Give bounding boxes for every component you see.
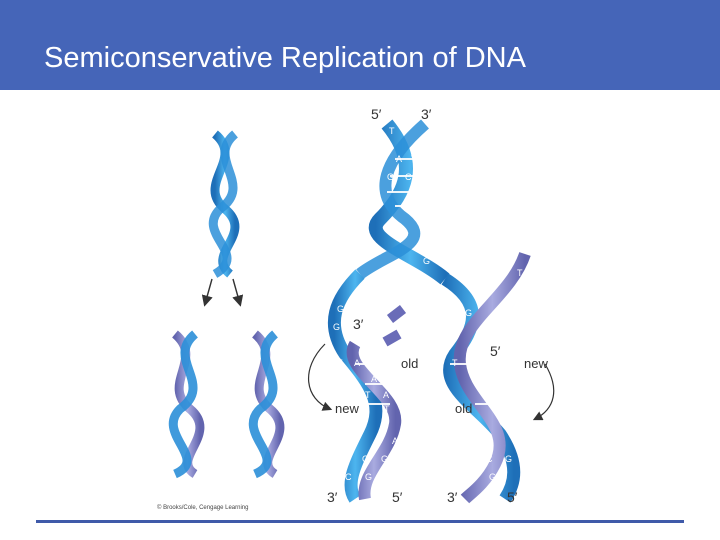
strand-end-labels: 5′ 3′ 3′ 5′ 3′ 5′ 3′ 5′ [327, 106, 518, 505]
base-letter: T [484, 390, 490, 400]
base-letter: A [354, 358, 360, 368]
base-letter: T [389, 374, 395, 384]
base-letter: A [473, 358, 479, 368]
base-letter: A [442, 202, 448, 212]
label-old-left: old [401, 356, 418, 371]
bottom-right-end-5: 5′ [507, 489, 518, 505]
base-letter: G [387, 172, 394, 182]
base-letter: C [470, 472, 477, 482]
base-letter: A [486, 374, 492, 384]
base-letter: T [365, 390, 371, 400]
image-credit: © Brooks/Cole, Cengage Learning [157, 505, 249, 511]
middle-end-5: 5′ [490, 343, 501, 359]
base-letter: G [337, 304, 344, 314]
base-letter: A [383, 390, 389, 400]
dna-replication-figure: T A T G C C G A T A G C A T G C G C G G … [155, 104, 565, 516]
right-daughter-base-letters: T A A T T A T A A T C G C G [452, 358, 539, 482]
division-arrows [201, 278, 244, 307]
base-letter: T [509, 404, 515, 414]
middle-end-3: 3′ [353, 316, 364, 332]
base-letter: T [384, 404, 390, 414]
label-new-right: new [524, 356, 548, 371]
base-letter: T [411, 154, 417, 164]
base-letter: G [381, 454, 388, 464]
slide-header: Semiconservative Replication of DNA [0, 0, 720, 90]
base-letter: A [401, 404, 407, 414]
base-letter: A [501, 390, 507, 400]
base-letter: C [362, 454, 369, 464]
base-letter: A [516, 436, 522, 446]
base-letter: A [396, 154, 402, 164]
base-letter: G [365, 472, 372, 482]
base-letter: A [371, 374, 377, 384]
dna-illustration: T A T G C C G A T A G C A T G C G C G G … [168, 106, 555, 505]
strand-direction-arrows [308, 343, 555, 421]
base-letter: A [465, 236, 471, 246]
top-right-end: 3′ [421, 106, 432, 122]
base-letter: C [434, 326, 441, 336]
large-parent-helix [356, 119, 450, 285]
bottom-left-end-5: 5′ [392, 489, 403, 505]
top-base-letters: T A T G C C G A T A G C A T G C G C G G … [333, 126, 523, 336]
small-daughter-helix-left [168, 330, 205, 479]
bottom-rule [36, 520, 684, 523]
left-daughter-base-letters: T A A T T A T A A T C G C G [337, 358, 415, 482]
base-letter: T [517, 268, 523, 278]
small-daughter-helix-right [248, 330, 285, 479]
base-letter: A [399, 272, 405, 282]
left-daughter-helix [327, 269, 407, 503]
parent-helix [208, 130, 240, 278]
base-letter: T [409, 436, 415, 446]
base-letter: T [337, 358, 343, 368]
right-daughter-helix [441, 251, 531, 504]
top-left-end: 5′ [371, 106, 382, 122]
base-letter: G [465, 308, 472, 318]
base-letter: G [489, 472, 496, 482]
strand-type-labels: old new old new [335, 356, 548, 416]
base-letter: T [389, 126, 395, 136]
base-letter: C [380, 302, 387, 312]
base-letter: T [533, 436, 539, 446]
base-letter: G [362, 288, 369, 298]
base-letter: G [505, 454, 512, 464]
base-letter: C [483, 288, 490, 298]
base-letter: G [423, 256, 430, 266]
base-pair-rungs [355, 158, 505, 405]
label-new-left: new [335, 401, 359, 416]
bottom-right-end-3: 3′ [447, 489, 458, 505]
base-letter: A [392, 436, 398, 446]
base-letter: G [372, 326, 379, 336]
base-letter: C [405, 172, 412, 182]
base-letter: T [443, 236, 449, 246]
base-letter: A [521, 404, 527, 414]
base-letter: T [452, 358, 458, 368]
base-letter: C [486, 454, 493, 464]
base-letter: C [345, 472, 352, 482]
slide-title: Semiconservative Replication of DNA [44, 42, 526, 74]
base-letter: T [509, 374, 515, 384]
base-letter: C [503, 252, 510, 262]
bottom-left-end-3: 3′ [327, 489, 338, 505]
base-letter: C [410, 186, 417, 196]
base-letter: G [333, 322, 340, 332]
base-letter: G [426, 186, 433, 196]
label-old-right: old [455, 401, 472, 416]
